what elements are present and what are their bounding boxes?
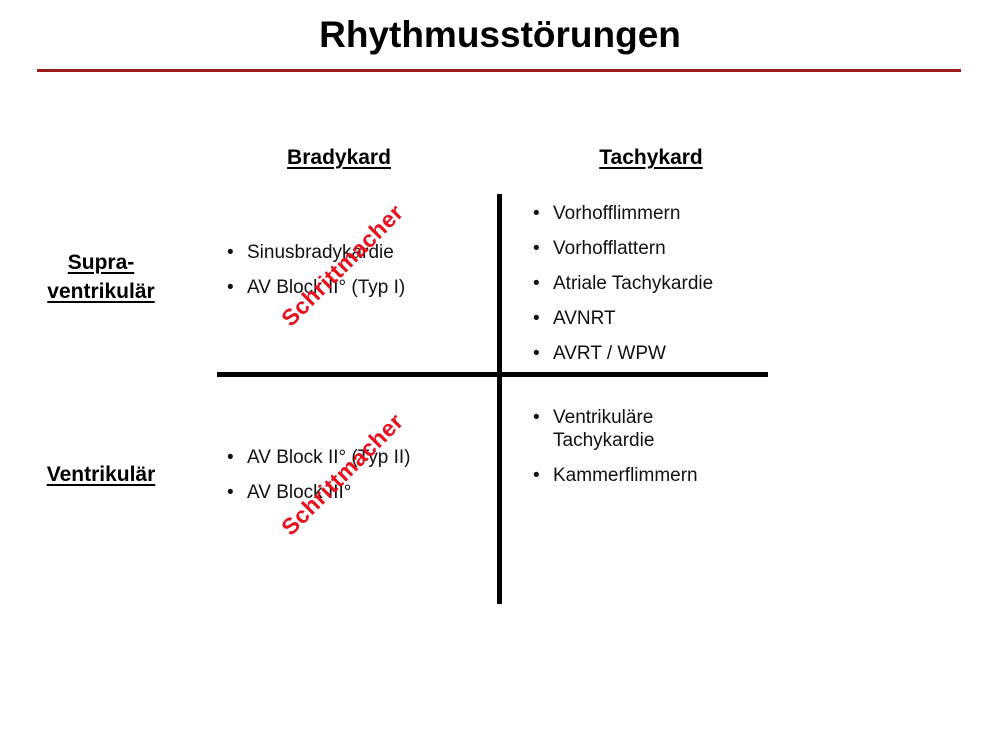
list-item: • Sinusbradykardie — [227, 241, 487, 264]
column-header-bradykard: Bradykard — [287, 146, 391, 169]
page-title: Rhythmusstörungen — [319, 14, 681, 55]
list-item: • Vorhofflattern — [533, 237, 773, 260]
quadrant-supra-brady: • Sinusbradykardie • AV Block II° (Typ I) — [227, 241, 487, 311]
quadrant-ventr-tachy: • Ventrikuläre Tachykardie • Kammerflimmern — [533, 406, 733, 499]
list-item-label: AV Block II° (Typ I) — [247, 277, 406, 298]
bullet-icon: • — [227, 447, 234, 468]
quadrant-ventr-brady: • AV Block II° (Typ II) • AV Block III° — [227, 446, 487, 516]
list-item-label: AVNRT — [553, 308, 616, 329]
bullet-icon: • — [533, 273, 540, 294]
list-item: • AV Block II° (Typ I) — [227, 276, 487, 299]
list-item: • AVNRT — [533, 307, 773, 330]
bullet-icon: • — [533, 238, 540, 259]
quadrant-supra-tachy: • Vorhofflimmern • Vorhofflattern • Atriale T… — [533, 202, 773, 377]
bullet-icon: • — [227, 242, 234, 263]
row-header-supraventrikular: Supra- ventrikulär — [47, 251, 155, 303]
list-item-label: Ventrikuläre Tachykardie — [553, 407, 655, 451]
bullet-icon: • — [227, 277, 234, 298]
list-item-label: Vorhofflimmern — [553, 203, 681, 224]
bullet-icon: • — [533, 407, 540, 428]
bullet-icon: • — [533, 308, 540, 329]
bullet-icon: • — [533, 465, 540, 486]
row-header-ventrikular: Ventrikulär — [46, 463, 156, 486]
list-item-label: Vorhofflattern — [553, 238, 666, 259]
list-item-label: Sinusbradykardie — [247, 242, 394, 263]
list-item: • AVRT / WPW — [533, 342, 773, 365]
list-item: • Ventrikuläre Tachykardie — [533, 406, 733, 452]
list-item: • AV Block II° (Typ II) — [227, 446, 487, 469]
horizontal-axis-line — [217, 372, 768, 377]
list-item: • Atriale Tachykardie — [533, 272, 773, 295]
bullet-icon: • — [533, 343, 540, 364]
list-item: • Vorhofflimmern — [533, 202, 773, 225]
column-header-tachykard: Tachykard — [599, 146, 703, 169]
list-item-label: AV Block II° (Typ II) — [247, 447, 411, 468]
list-item-label: Atriale Tachykardie — [553, 273, 714, 294]
bullet-icon: • — [533, 203, 540, 224]
list-item-label: AV Block III° — [247, 482, 352, 503]
list-item: • Kammerflimmern — [533, 464, 733, 487]
vertical-axis-line — [497, 194, 502, 604]
title-divider — [37, 69, 961, 72]
list-item-label: AVRT / WPW — [553, 343, 666, 364]
bullet-icon: • — [227, 482, 234, 503]
list-item-label: Kammerflimmern — [553, 465, 698, 486]
list-item: • AV Block III° — [227, 481, 487, 504]
